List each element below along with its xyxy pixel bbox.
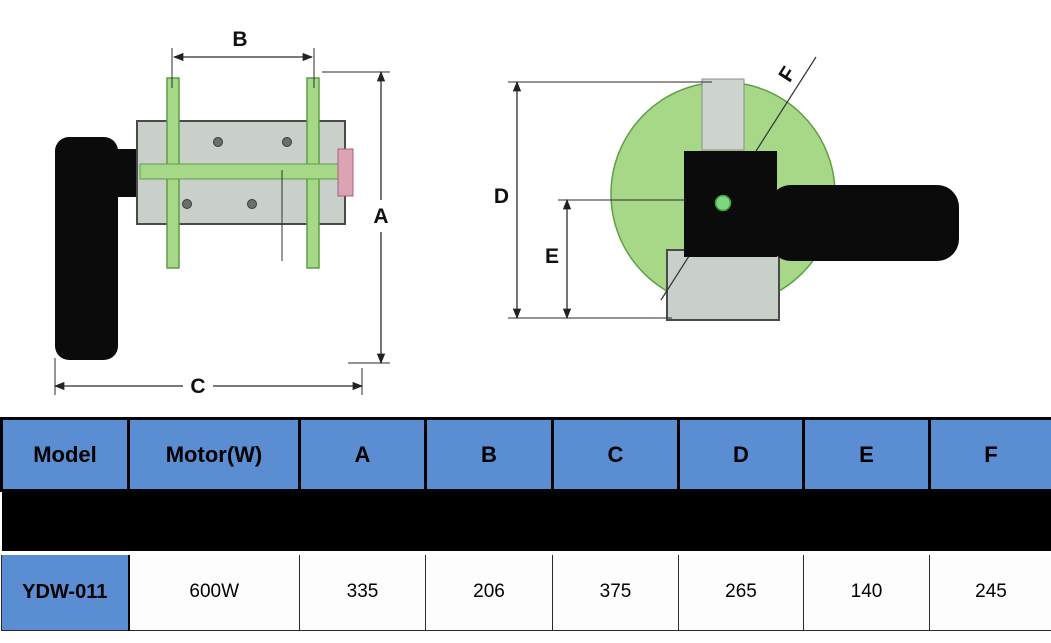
cell-d: 265	[678, 552, 804, 631]
dim-label-a: A	[373, 205, 388, 228]
dim-label-b: B	[232, 28, 247, 51]
column-header-b: B	[424, 417, 554, 492]
mount-bracket	[666, 249, 780, 321]
dim-label-e: E	[545, 245, 559, 268]
column-header-d: D	[677, 417, 805, 492]
handle-silhouette	[769, 185, 959, 261]
side-view: B A C	[53, 28, 390, 398]
cell-c: 375	[552, 552, 679, 631]
winch-dimension-drawing: B A C	[53, 28, 959, 398]
dim-c: C	[53, 358, 364, 398]
drum-shaft	[139, 163, 353, 180]
spec-table: Model Motor(W) A B C D E F YDW-011 600W …	[0, 417, 1051, 631]
motor-silhouette	[55, 137, 118, 360]
hub-slot	[701, 78, 745, 151]
column-header-c: C	[551, 417, 680, 492]
cell-a: 335	[299, 552, 426, 631]
column-header-model: Model	[0, 417, 130, 492]
dim-a: A	[322, 70, 390, 365]
cell-b: 206	[425, 552, 553, 631]
column-header-f: F	[928, 417, 1051, 492]
column-header-e: E	[802, 417, 931, 492]
cell-e: 140	[803, 552, 930, 631]
cell-motor: 600W	[128, 552, 300, 631]
cell-f: 245	[929, 552, 1051, 631]
dim-label-c: C	[190, 375, 205, 398]
dim-label-f: F	[774, 63, 800, 86]
cell-model: YDW-011	[1, 552, 130, 631]
bolt-dot	[282, 137, 292, 147]
technical-drawings: B A C	[53, 28, 959, 398]
end-coupling	[337, 148, 354, 197]
front-view: D E F	[494, 56, 959, 321]
bolt-dot	[213, 137, 223, 147]
table-row: YDW-011 600W 335 206 375 265 140 245	[1, 552, 1051, 631]
dim-e: E	[545, 198, 686, 320]
bolt-dot	[182, 199, 192, 209]
bolt-dot	[247, 199, 257, 209]
dim-label-d: D	[494, 185, 509, 208]
column-header-a: A	[298, 417, 427, 492]
column-header-motor: Motor(W)	[127, 417, 301, 492]
shaft-center-dot	[714, 194, 732, 212]
dim-d: D	[494, 80, 712, 320]
dim-b: B	[171, 28, 315, 88]
redacted-row	[1, 490, 1051, 555]
header-row: Model Motor(W) A B C D E F	[0, 417, 1051, 492]
redacted-band	[1, 490, 1051, 555]
